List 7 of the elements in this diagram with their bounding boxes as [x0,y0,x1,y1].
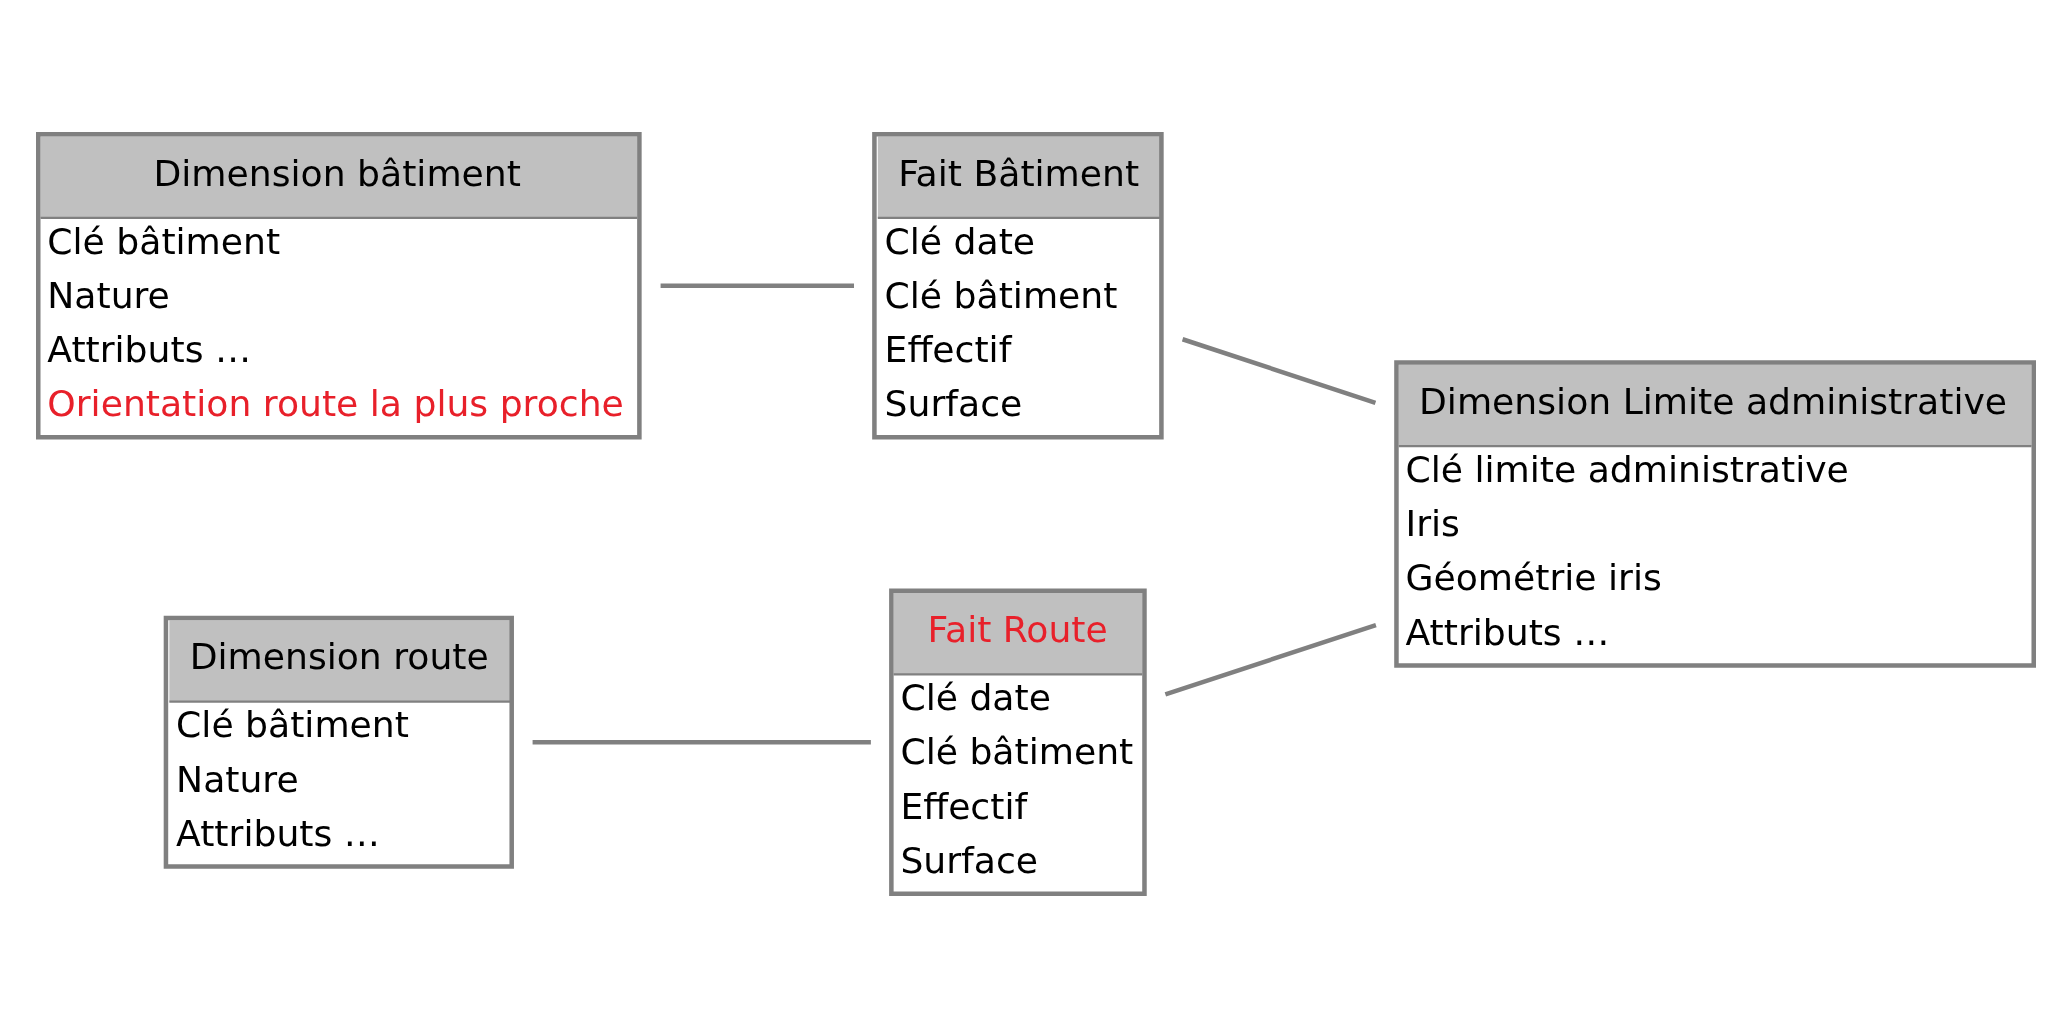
node-box: Dimension bâtiment Clé bâtiment Nature Attributs … Orientation route la plus proche [36,131,642,439]
connector [1164,622,1377,697]
connector [1181,336,1377,405]
node-box: Fait Route Clé date Clé bâtiment Effectif Surface [889,588,1147,896]
connector [660,283,854,288]
connector [532,739,871,744]
node-box: Dimension Limite administrative Clé limite administrative Iris Géométrie iris Attributs … [1394,359,2036,668]
